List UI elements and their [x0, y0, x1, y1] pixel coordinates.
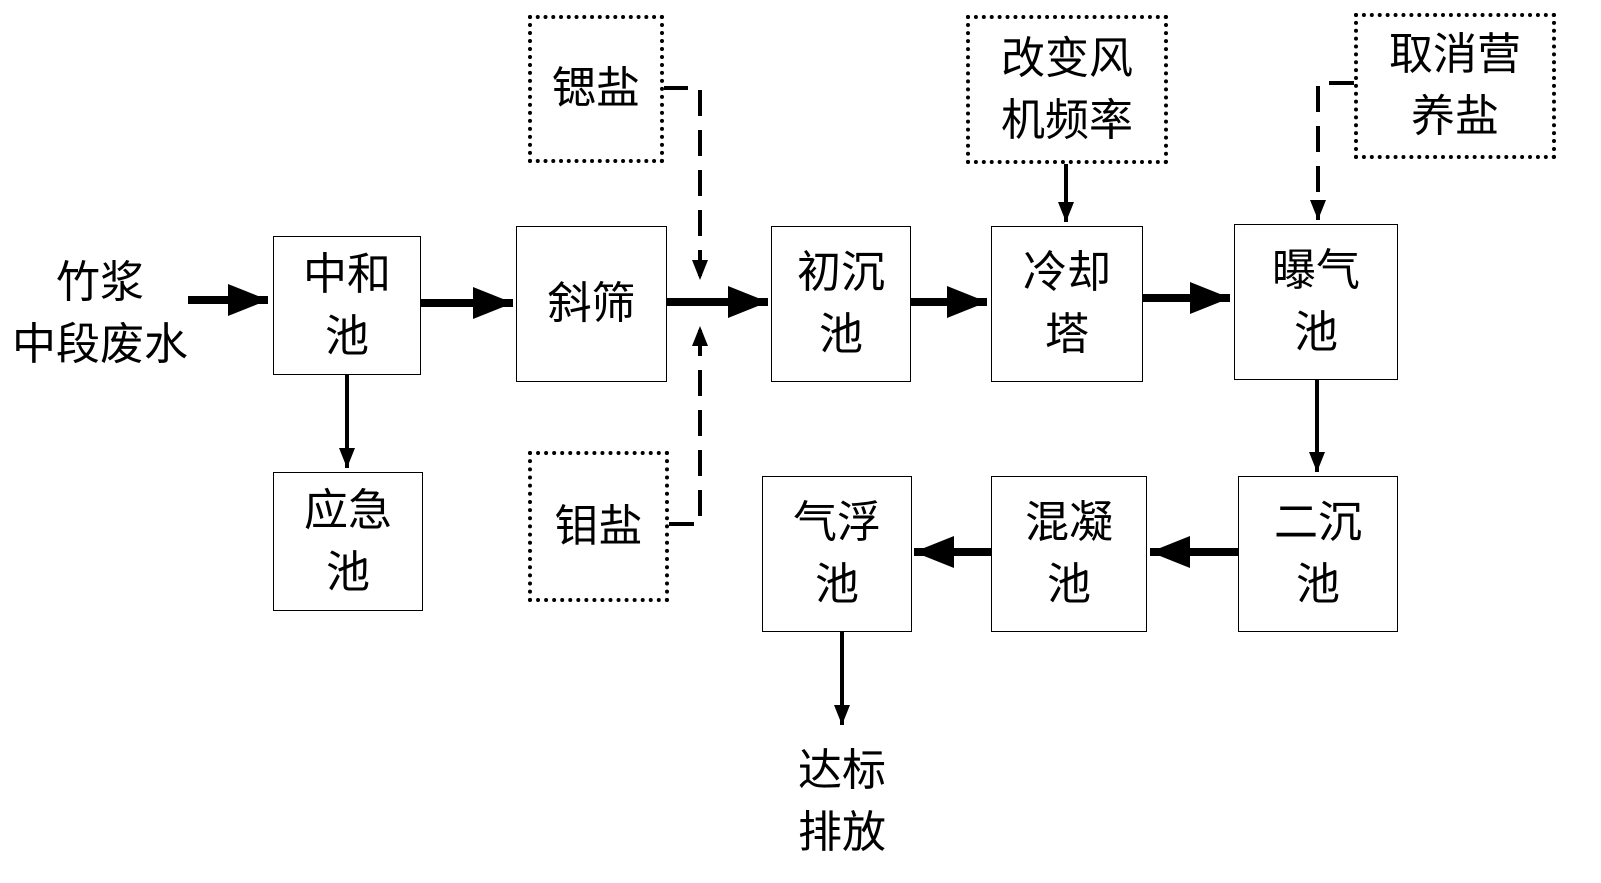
emergency-tank: 应急 池 — [273, 472, 423, 611]
box-line-2: 养盐 — [1411, 91, 1499, 142]
box-line-2: 塔 — [1045, 309, 1089, 360]
box-line-2: 池 — [1296, 559, 1340, 610]
box-line-1: 应急 — [304, 484, 392, 536]
molybdenum-salt-dosing: 钼盐 — [528, 451, 669, 602]
strontium-salt-dosing: 锶盐 — [528, 15, 664, 163]
primary-settling-tank: 初沉 池 — [771, 226, 911, 382]
flotation-tank: 气浮 池 — [762, 476, 912, 632]
inclined-screen: 斜筛 — [516, 226, 667, 382]
box-line-1: 钼盐 — [554, 500, 643, 552]
cancel-nutrient-salt: 取消营 养盐 — [1354, 13, 1556, 159]
box-line-1: 混凝 — [1025, 497, 1113, 548]
box-line-2: 机频率 — [1001, 94, 1133, 146]
box-line-2: 池 — [819, 309, 863, 360]
input-line-1: 竹浆 — [56, 257, 144, 308]
box-line-2: 池 — [1294, 307, 1338, 358]
neutralization-tank: 中和 池 — [273, 236, 421, 375]
box-line-1: 取消营 — [1389, 29, 1521, 80]
box-line-1: 改变风 — [1001, 32, 1133, 84]
coagulation-tank: 混凝 池 — [991, 476, 1147, 632]
fan-frequency-change: 改变风 机频率 — [966, 15, 1168, 164]
output-line-2: 排放 — [798, 807, 886, 858]
dosing-line-molybdenum — [668, 326, 708, 526]
input-line-2: 中段废水 — [12, 319, 188, 370]
box-line-1: 冷却 — [1023, 247, 1111, 298]
box-line-1: 中和 — [303, 248, 391, 300]
output-line-1: 达标 — [798, 745, 886, 796]
input-wastewater-label: 竹浆 中段废水 — [0, 252, 200, 376]
box-line-2: 池 — [815, 559, 859, 610]
box-line-1: 二沉 — [1274, 497, 1362, 548]
box-line-2: 池 — [1047, 559, 1091, 610]
aeration-tank: 曝气 池 — [1234, 224, 1398, 380]
box-line-2: 池 — [326, 546, 370, 598]
box-line-1: 锶盐 — [552, 63, 640, 114]
box-line-2: 池 — [325, 310, 369, 362]
dosing-line-nutrient — [1310, 81, 1355, 220]
secondary-settling-tank: 二沉 池 — [1238, 476, 1398, 632]
box-line-1: 曝气 — [1272, 245, 1360, 296]
box-line-1: 气浮 — [793, 497, 881, 548]
box-line-1: 斜筛 — [547, 278, 636, 329]
dosing-line-strontium — [662, 86, 708, 280]
output-discharge-label: 达标 排放 — [772, 740, 912, 864]
box-line-1: 初沉 — [797, 247, 885, 298]
cooling-tower: 冷却 塔 — [991, 226, 1143, 382]
